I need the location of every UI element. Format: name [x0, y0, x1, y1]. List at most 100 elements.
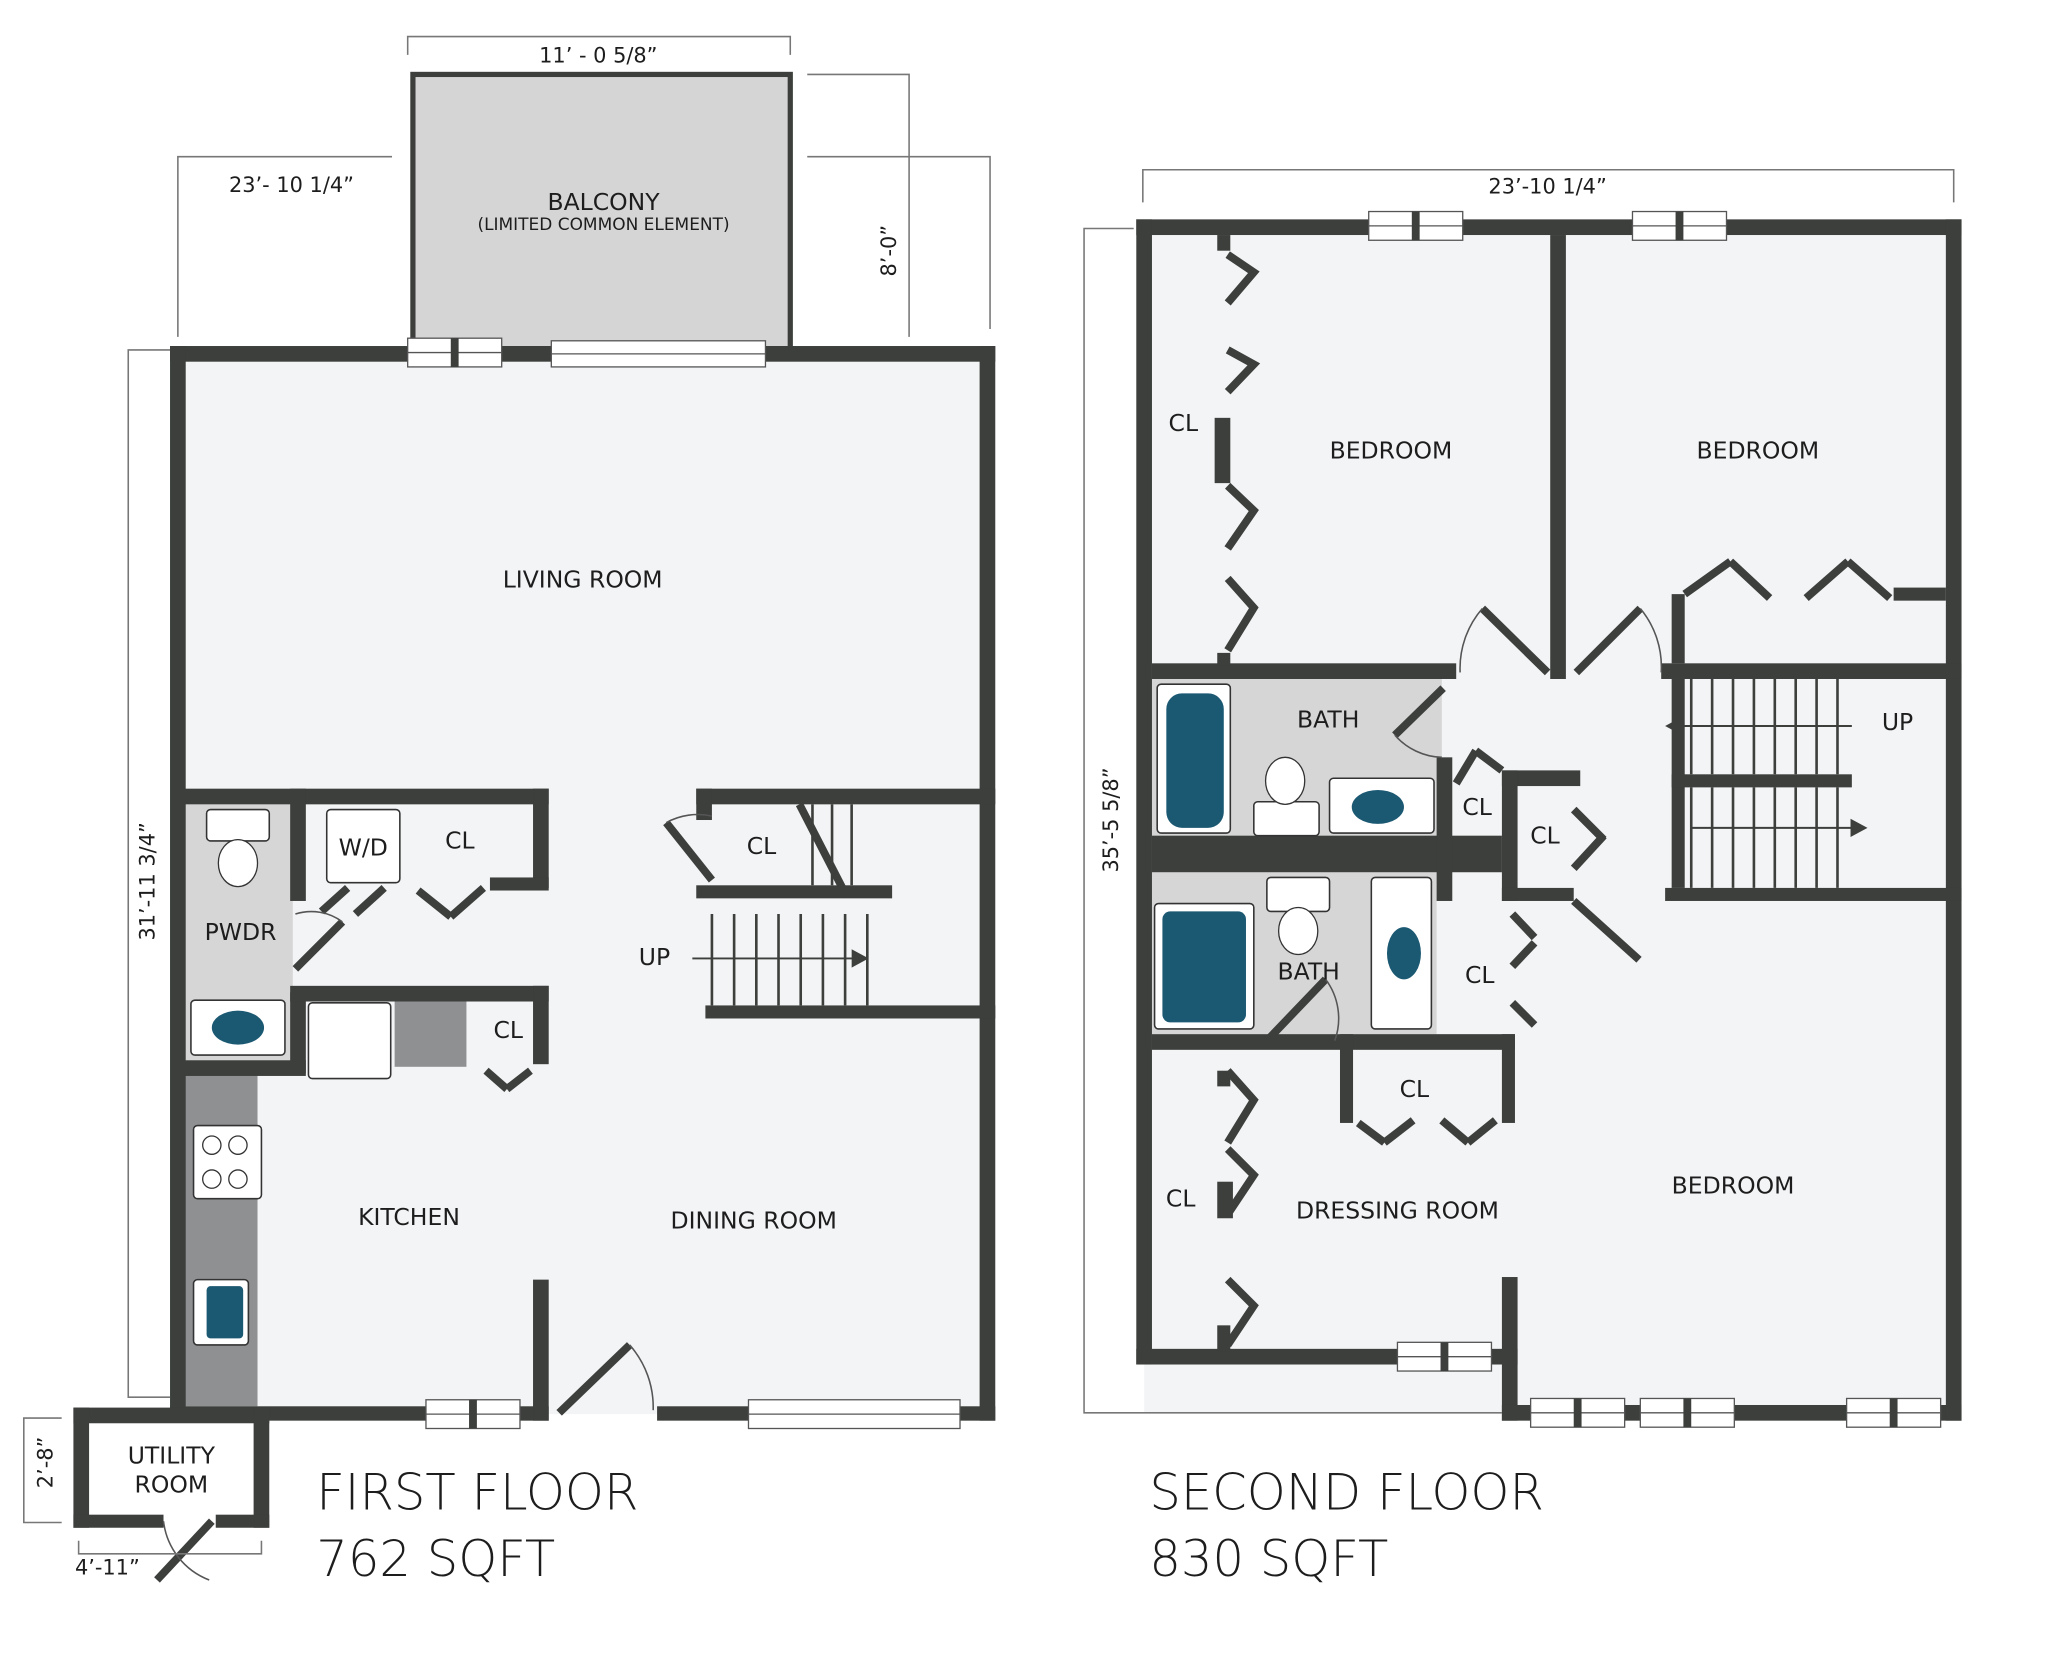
- dim-first-width: 23’- 10 1/4”: [229, 173, 354, 197]
- counter: [183, 1073, 258, 1407]
- wall: [183, 788, 549, 805]
- dim-second-depth: 35’-5 5/8”: [1099, 767, 1123, 872]
- arrow-icon: [1665, 716, 1683, 736]
- room-cl-d: CL: [1166, 1185, 1196, 1213]
- wall: [253, 1407, 270, 1528]
- room-utility-1: UTILITY: [128, 1442, 216, 1470]
- dimension-line: [177, 155, 393, 337]
- door-leaf: [1392, 685, 1446, 738]
- door-leaf: [1439, 1117, 1471, 1146]
- first-floor-area-label: 762 SQFT: [316, 1530, 555, 1588]
- wall: [290, 985, 549, 1002]
- balcony-area: [410, 71, 793, 352]
- wall: [696, 885, 893, 899]
- door-leaf: [1452, 748, 1480, 786]
- toilet-icon: [217, 838, 259, 888]
- room-utility-2: ROOM: [135, 1470, 209, 1498]
- wall: [1136, 219, 1152, 1365]
- bifold-door: [1224, 251, 1260, 306]
- washer-dryer-icon: [325, 808, 401, 884]
- room-cl-bed1: CL: [1169, 409, 1199, 437]
- door-swing: [629, 1344, 654, 1411]
- burner-icon: [202, 1169, 222, 1189]
- door-leaf: [556, 1342, 633, 1416]
- room-kitchen: KITCHEN: [358, 1203, 460, 1231]
- dim-first-depth: 31’-11 3/4”: [135, 822, 159, 940]
- room-cl-2: CL: [747, 832, 777, 860]
- wall: [73, 1407, 270, 1424]
- dim-balcony-depth: 8’-0”: [877, 225, 901, 277]
- dimension-line: [807, 155, 991, 330]
- bifold-door: [1224, 1068, 1259, 1145]
- door-leaf: [1381, 1117, 1416, 1146]
- bathtub-icon: [1162, 911, 1246, 1023]
- wall: [1436, 757, 1453, 901]
- utility-area: [89, 1420, 254, 1515]
- room-bath-1: BATH: [1297, 705, 1359, 733]
- room-cl-dressing: CL: [1400, 1075, 1430, 1103]
- sink-icon: [206, 1286, 244, 1339]
- wall: [1671, 774, 1852, 788]
- room-cl-3: CL: [493, 1016, 523, 1044]
- bifold-door: [1224, 482, 1259, 551]
- wall: [1501, 770, 1518, 901]
- first-floor-title: FIRST FLOOR: [316, 1463, 638, 1521]
- wall: [1550, 235, 1566, 679]
- window: [1845, 1397, 1942, 1428]
- door-leaf: [1264, 976, 1329, 1044]
- stairs-up-2: UP: [1882, 708, 1913, 736]
- toilet-icon: [1264, 756, 1306, 805]
- wall: [290, 788, 306, 901]
- wall: [1214, 417, 1231, 484]
- dim-utility-depth: 2’-8”: [34, 1437, 58, 1489]
- burner-icon: [228, 1135, 248, 1155]
- wall: [1661, 663, 1962, 679]
- toilet-icon: [1277, 906, 1319, 956]
- wall: [533, 1279, 549, 1421]
- sink-icon: [1386, 927, 1421, 980]
- wall: [1339, 1034, 1354, 1123]
- room-bedroom-2: BEDROOM: [1696, 436, 1819, 464]
- wall: [73, 1514, 164, 1528]
- window-mullion: [1440, 1342, 1449, 1372]
- wall: [1501, 1034, 1515, 1123]
- wall: [705, 1005, 996, 1019]
- door-swing: [1325, 978, 1340, 1041]
- door-swing: [1459, 607, 1483, 673]
- window-mullion: [469, 1399, 477, 1429]
- door-leaf: [1845, 558, 1893, 601]
- bifold-door: [1224, 346, 1261, 395]
- door-leaf: [1727, 558, 1773, 601]
- door-leaf: [1571, 898, 1642, 963]
- door-leaf: [1803, 558, 1851, 601]
- room-cl-c: CL: [1465, 961, 1495, 989]
- door-leaf: [1479, 605, 1551, 676]
- room-bedroom-3: BEDROOM: [1672, 1171, 1795, 1199]
- sink-icon: [211, 1010, 265, 1045]
- wall: [1136, 219, 1962, 236]
- door-leaf: [292, 919, 346, 972]
- window: [550, 340, 767, 368]
- door-leaf: [318, 885, 351, 915]
- room-balcony: BALCONY: [547, 188, 660, 216]
- toilet-tank-icon: [1253, 800, 1320, 837]
- room-cl-1: CL: [445, 827, 475, 855]
- walls: [73, 210, 1962, 1528]
- room-dressing: DRESSING ROOM: [1296, 1196, 1499, 1224]
- door-leaf: [1509, 911, 1538, 941]
- toilet-tank-icon: [205, 808, 271, 842]
- door-leaf: [154, 1518, 215, 1583]
- dimension-lines: [23, 35, 1955, 1555]
- window: [1396, 1341, 1493, 1372]
- room-bath-2: BATH: [1277, 957, 1339, 985]
- dimension-line: [23, 1417, 62, 1524]
- toilet-tank-icon: [1266, 876, 1331, 913]
- door-leaf: [504, 1067, 533, 1093]
- room-balcony-note: (LIMITED COMMON ELEMENT): [477, 215, 729, 235]
- room-cl-b: CL: [1530, 822, 1560, 850]
- window-mullion: [1889, 1398, 1898, 1428]
- wall: [1945, 219, 1962, 1421]
- window: [1529, 1397, 1626, 1428]
- wall: [1671, 594, 1685, 664]
